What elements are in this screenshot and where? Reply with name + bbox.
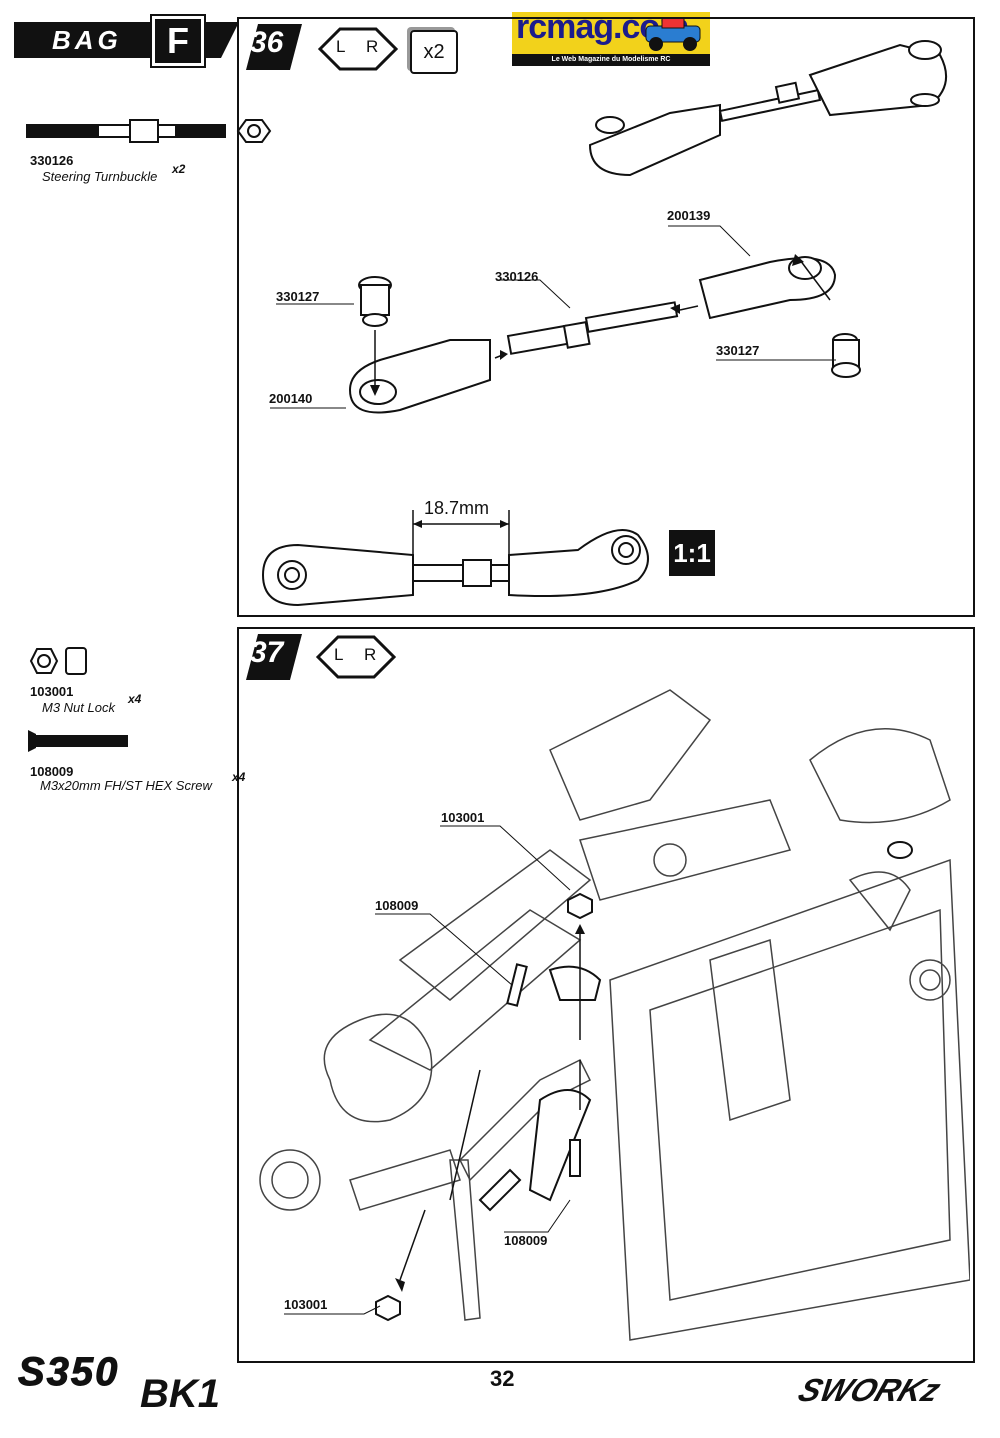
- callout-330127-left: 330127: [276, 289, 320, 304]
- part-number-330126: 330126: [30, 153, 74, 168]
- callout-103001-top: 103001: [441, 810, 485, 825]
- step37-number: 37: [250, 636, 284, 669]
- bag-letter: F: [150, 14, 206, 68]
- step36-badge: [246, 24, 302, 70]
- rc-car-icon: [645, 17, 701, 51]
- step36-panel: [237, 17, 975, 617]
- chassis-assembly-drawing: [259, 689, 970, 1341]
- callout-200139: 200139: [667, 208, 711, 223]
- step37-leader-lines: [284, 825, 571, 1315]
- dimension-label: 18.7mm: [424, 498, 490, 518]
- part-qty-108009: x4: [232, 770, 246, 784]
- side-left-label: L: [336, 37, 346, 56]
- model-logo-suffix: BK1: [140, 1372, 221, 1416]
- callout-103001-bottom: 103001: [284, 1297, 328, 1312]
- model-logo: S350: [17, 1350, 120, 1395]
- multiplier-badge: x2: [410, 30, 458, 74]
- rcmag-logo-subtitle: Le Web Magazine du Modelisme RC: [512, 54, 710, 66]
- side-right-label: R: [364, 645, 377, 664]
- part-qty-103001: x4: [128, 692, 142, 706]
- side-left-label: L: [334, 645, 344, 664]
- part-qty-330126: x2: [172, 162, 186, 176]
- part-number-103001: 103001: [30, 684, 74, 699]
- turnbuckle-part-icon: [26, 119, 272, 143]
- scale-template-drawing: [261, 510, 649, 607]
- callout-leader-lines: [270, 225, 836, 409]
- step37-badge: [246, 634, 302, 680]
- left-right-arrow-icon: [316, 635, 396, 679]
- hex-screw-part-icon: [28, 730, 128, 752]
- part-name-m3x20mm-screw: M3x20mm FH/ST HEX Screw: [40, 778, 212, 793]
- bag-banner: [14, 22, 239, 58]
- page-number: 32: [490, 1366, 515, 1391]
- callout-330127-right: 330127: [716, 343, 760, 358]
- callout-108009-left: 108009: [375, 898, 419, 913]
- part-name-m3-nut-lock: M3 Nut Lock: [42, 700, 115, 715]
- assembled-turnbuckle-drawing: [588, 40, 948, 177]
- step37-panel: [237, 627, 975, 1363]
- exploded-turnbuckle-drawing: [348, 254, 861, 414]
- part-name-steering-turnbuckle: Steering Turnbuckle: [42, 169, 158, 184]
- step36-number: 36: [250, 26, 284, 59]
- nut-lock-part-icon: [29, 647, 87, 675]
- callout-108009-right: 108009: [504, 1233, 548, 1248]
- scale-badge: 1:1: [669, 530, 715, 576]
- bag-label: BAG: [52, 25, 122, 55]
- part-number-108009: 108009: [30, 764, 74, 779]
- sworkz-logo: SWORKz: [793, 1372, 946, 1408]
- side-right-label: R: [366, 37, 379, 56]
- left-right-arrow-icon: [318, 27, 398, 71]
- callout-200140: 200140: [269, 391, 313, 406]
